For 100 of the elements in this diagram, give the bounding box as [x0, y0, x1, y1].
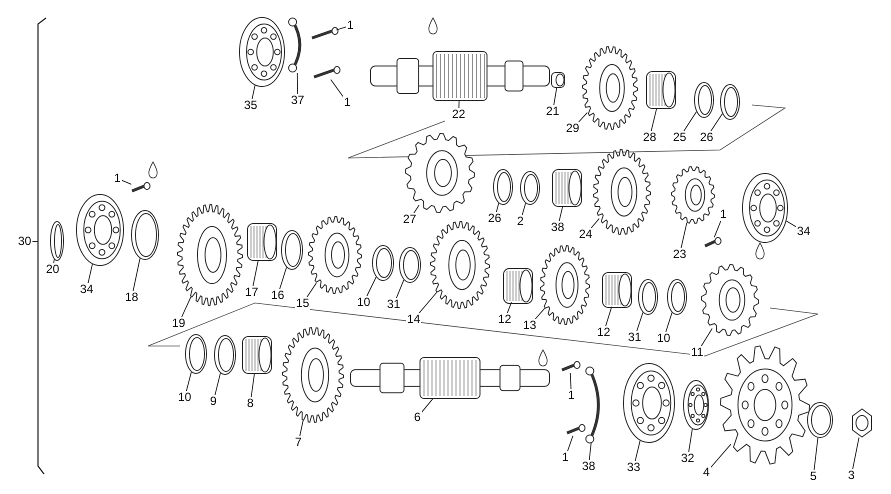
leader-line — [279, 266, 287, 290]
callout-number: 7 — [294, 436, 303, 449]
leader-line — [636, 312, 644, 332]
leader-line — [588, 442, 592, 460]
callout-number: 15 — [295, 297, 310, 310]
leader-line — [553, 87, 558, 106]
ring-drawing — [185, 334, 207, 374]
gear-drawing — [177, 204, 243, 306]
callout-number: 26 — [487, 212, 502, 225]
leader-line — [786, 220, 796, 228]
leader-line — [634, 440, 641, 462]
callout-number: 38 — [550, 221, 566, 234]
leader-line — [53, 258, 55, 264]
ball-bearing-drawing — [683, 380, 709, 430]
needle-bearing-drawing — [503, 268, 533, 304]
needle-bearing-drawing — [602, 272, 632, 308]
leader-line — [578, 112, 588, 122]
leader-line — [650, 108, 658, 132]
ring-drawing — [694, 82, 714, 118]
leader-line — [814, 437, 818, 470]
gear-drawing — [582, 46, 638, 130]
leader-line — [336, 26, 346, 30]
callout-number: 18 — [124, 291, 140, 304]
callout-number: 5 — [809, 470, 818, 483]
leader-line — [534, 308, 546, 320]
callout-number: 1 — [343, 96, 352, 109]
ball-bearing-drawing — [76, 194, 124, 266]
washer-drawing — [807, 402, 833, 438]
leader-line — [522, 202, 526, 216]
ring-drawing — [131, 210, 159, 260]
leader-line — [680, 222, 688, 248]
callout-number: 9 — [209, 395, 218, 408]
needle-bearing-drawing — [247, 223, 277, 261]
callout-number: 35 — [243, 99, 258, 112]
callout-number: 4 — [702, 466, 711, 479]
callout-number: 12 — [596, 326, 612, 339]
callout-number: 28 — [642, 131, 658, 144]
callout-number: 13 — [522, 319, 538, 332]
leader-line — [214, 372, 221, 396]
leader-line — [590, 218, 600, 228]
needle-bearing-drawing — [242, 336, 272, 374]
bracket — [37, 17, 47, 475]
leader-line — [296, 72, 298, 94]
ring-drawing — [638, 279, 658, 315]
ball-bearing-drawing — [239, 17, 285, 87]
gear-drawing — [308, 216, 362, 294]
callout-number: 1 — [719, 208, 728, 221]
leader-line — [558, 206, 564, 222]
callout-number: 21 — [545, 105, 560, 118]
callout-number: 29 — [565, 122, 580, 135]
screw-drawing — [129, 182, 151, 194]
nut-drawing — [850, 408, 874, 438]
screw-drawing — [309, 27, 339, 41]
gear-drawing — [405, 133, 475, 213]
leader-line — [396, 279, 404, 298]
leader-line — [421, 398, 434, 413]
leader-line — [710, 113, 723, 132]
ring-drawing — [493, 169, 513, 205]
callout-number: 1 — [113, 172, 122, 185]
screw-drawing — [564, 424, 586, 436]
leader-line — [121, 180, 132, 185]
ring-drawing — [720, 84, 740, 120]
callout-number: 12 — [497, 313, 512, 326]
ball-bearing-drawing — [623, 363, 675, 443]
needle-bearing-drawing — [552, 169, 582, 207]
callout-number: 24 — [578, 228, 594, 241]
callout-number: 1 — [567, 389, 576, 402]
callout-number: 14 — [406, 313, 422, 326]
callout-number: 23 — [672, 248, 688, 261]
leader-line — [683, 111, 697, 132]
spacer-drawing — [551, 72, 565, 88]
leader-line — [181, 296, 192, 318]
leader-line — [506, 302, 512, 314]
callout-number: 17 — [244, 286, 260, 299]
callout-number: 10 — [356, 296, 372, 309]
callout-number: 31 — [627, 331, 642, 344]
gear-drawing — [540, 245, 590, 325]
ring-drawing — [667, 279, 687, 315]
leader-line — [570, 372, 572, 390]
leader-line — [250, 373, 255, 398]
leader-line — [306, 282, 317, 298]
gear-drawing — [593, 149, 651, 235]
ring-drawing — [50, 221, 64, 261]
shaft-drawing — [350, 357, 550, 399]
leader-line — [688, 428, 693, 452]
callout-number: 20 — [45, 263, 60, 276]
gear-drawing — [701, 264, 759, 336]
leader-line — [567, 435, 574, 452]
callout-number: 1 — [561, 451, 570, 464]
leader-line — [88, 264, 93, 284]
callout-number: 25 — [672, 131, 688, 144]
callout-number: 38 — [581, 460, 596, 473]
callout-number: 34 — [79, 283, 94, 296]
leader-line — [700, 328, 713, 346]
leader-line — [32, 241, 38, 242]
callout-number: 10 — [177, 391, 192, 404]
callout-number: 11 — [690, 346, 704, 359]
callout-number: 8 — [246, 397, 255, 410]
gear-drawing — [671, 166, 715, 224]
callout-number: 19 — [171, 317, 186, 330]
